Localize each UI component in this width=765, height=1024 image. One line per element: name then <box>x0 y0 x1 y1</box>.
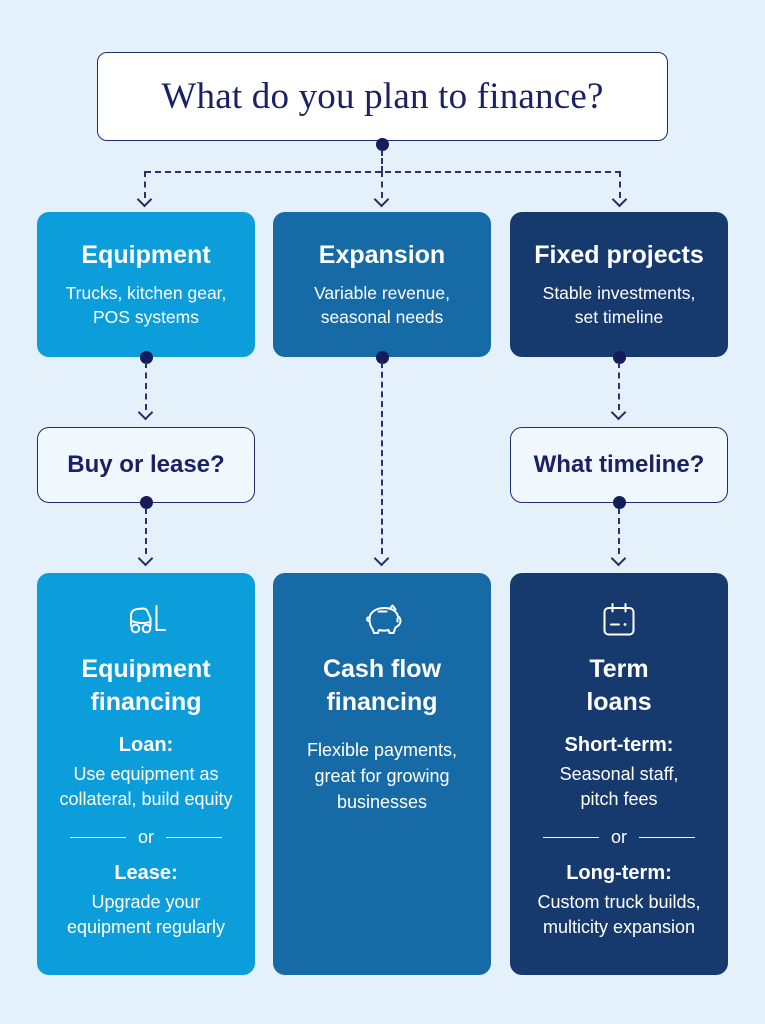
connector-line <box>381 171 383 198</box>
result-heading: Cash flow financing <box>322 655 442 716</box>
result-box-term-loans: Term loans Short-term: Seasonal staff, p… <box>510 573 728 975</box>
connector-dot <box>613 496 626 509</box>
divider-line <box>542 836 599 839</box>
title-box: What do you plan to finance? <box>97 52 668 141</box>
category-heading: Equipment <box>81 240 211 269</box>
arrow-down-icon <box>610 550 627 567</box>
arrow-down-icon <box>373 191 390 208</box>
option-text: Custom truck builds, multicity expansion <box>537 892 701 937</box>
connector-line <box>144 171 146 198</box>
arrow-down-icon <box>610 404 627 421</box>
result-box-cash-flow-financing: Cash flow financing Flexible payments, g… <box>273 573 491 975</box>
connector-line <box>145 171 621 173</box>
result-body-text: Flexible payments, great for growing bus… <box>306 740 458 812</box>
option-label: Short-term: <box>564 734 674 756</box>
connector-dot <box>140 351 153 364</box>
divider-line <box>639 836 695 839</box>
forklift-icon <box>122 596 170 644</box>
result-heading: Equipment financing <box>81 655 211 716</box>
category-subtext: Stable investments, set timeline <box>542 282 696 327</box>
question-box-what-timeline: What timeline? <box>510 427 728 503</box>
arrow-down-icon <box>611 191 628 208</box>
connector-line <box>381 362 383 554</box>
connector-line <box>381 150 383 172</box>
arrow-down-icon <box>136 191 153 208</box>
divider-label: or <box>610 827 627 847</box>
category-subtext: Trucks, kitchen gear, POS systems <box>65 282 227 327</box>
connector-dot <box>376 351 389 364</box>
divider-line <box>166 836 222 839</box>
option-text: Seasonal staff, pitch fees <box>559 764 679 809</box>
or-divider: or <box>37 827 255 848</box>
calendar-icon <box>595 596 643 644</box>
result-heading: Term loans <box>586 655 652 716</box>
result-box-equipment-financing: Equipment financing Loan: Use equipment … <box>37 573 255 975</box>
option-label: Loan: <box>118 734 174 756</box>
connector-dot <box>140 496 153 509</box>
option-text: Upgrade your equipment regularly <box>66 892 226 937</box>
connector-line <box>618 362 620 410</box>
connector-line <box>618 508 620 554</box>
connector-line <box>619 171 621 198</box>
option-text: Use equipment as collateral, build equit… <box>59 764 233 809</box>
connector-dot <box>613 351 626 364</box>
connector-dot <box>376 138 389 151</box>
question-box-buy-or-lease: Buy or lease? <box>37 427 255 503</box>
page-title: What do you plan to finance? <box>161 76 604 117</box>
or-divider: or <box>510 827 728 848</box>
question-text: Buy or lease? <box>67 451 225 478</box>
arrow-down-icon <box>137 550 154 567</box>
divider-line <box>69 836 126 839</box>
category-subtext: Variable revenue, seasonal needs <box>314 282 450 327</box>
arrow-down-icon <box>137 404 154 421</box>
connector-line <box>145 508 147 554</box>
category-heading: Expansion <box>318 240 446 269</box>
arrow-down-icon <box>373 550 390 567</box>
question-text: What timeline? <box>533 451 705 478</box>
category-box-expansion: Expansion Variable revenue, seasonal nee… <box>273 212 491 357</box>
option-label: Long-term: <box>566 862 672 884</box>
divider-label: or <box>137 827 154 847</box>
connector-line <box>145 362 147 410</box>
category-box-equipment: Equipment Trucks, kitchen gear, POS syst… <box>37 212 255 357</box>
option-label: Lease: <box>114 862 178 884</box>
category-box-fixed-projects: Fixed projects Stable investments, set t… <box>510 212 728 357</box>
piggy-bank-icon <box>358 596 406 644</box>
category-heading: Fixed projects <box>534 240 704 269</box>
